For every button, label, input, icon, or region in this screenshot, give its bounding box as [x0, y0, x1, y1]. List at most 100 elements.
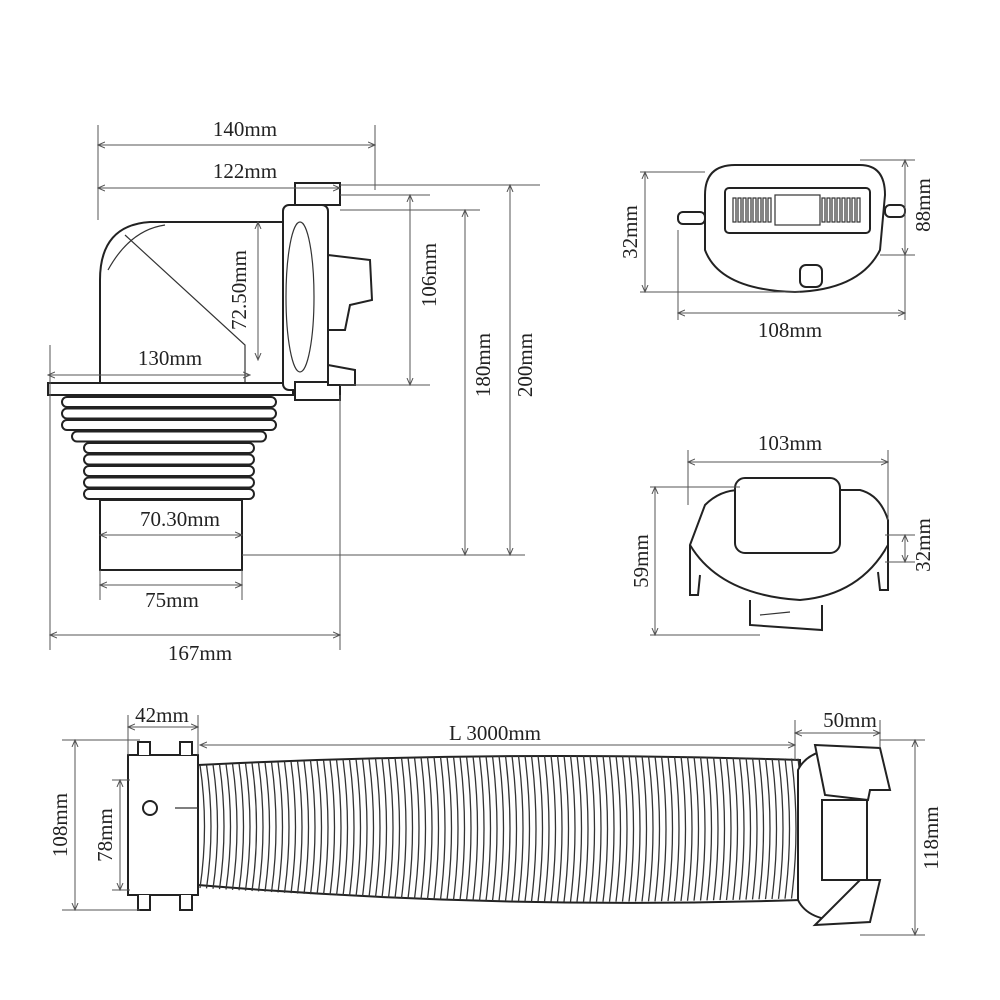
hose-rib	[283, 761, 290, 893]
hose-rib	[517, 755, 524, 902]
hose-rib	[472, 756, 479, 901]
hose-rib	[264, 762, 271, 892]
hose-rib	[381, 758, 388, 898]
hose-rib	[556, 755, 563, 902]
cap-slot	[742, 197, 747, 223]
hose-dimensions: 42mm L 3000mm 50mm 108mm 78mm 118mm	[48, 703, 943, 935]
cap-slot	[762, 197, 767, 223]
hose-rib	[764, 757, 771, 900]
elbow-dimensions: 140mm 122mm 72.50mm 106mm 180mm 200mm 13…	[48, 117, 540, 665]
hose-rib	[725, 757, 732, 901]
hose-rib	[537, 755, 544, 902]
dim-122mm: 122mm	[213, 159, 277, 183]
hose-rib	[693, 756, 700, 901]
hose-rib	[550, 755, 557, 902]
hose-rib	[511, 755, 518, 902]
hose-rib	[439, 756, 446, 900]
dim-88mm: 88mm	[911, 178, 935, 232]
hose-rib	[589, 755, 596, 902]
hose-rib	[699, 756, 706, 901]
hose-rib	[420, 757, 427, 900]
hose-rib	[368, 758, 375, 898]
hose-rib	[335, 759, 342, 896]
hose-drawing	[127, 741, 892, 927]
hose-rib	[621, 755, 628, 902]
cap-slot	[826, 197, 831, 223]
hose-rib	[673, 756, 680, 902]
hose-rib	[322, 760, 329, 895]
hose-rib	[244, 763, 251, 891]
hose-rib	[387, 758, 394, 898]
hose-rib	[732, 757, 739, 900]
cap-slot	[836, 197, 841, 223]
dim-50mm: 50mm	[823, 708, 877, 732]
hose-rib	[712, 756, 719, 901]
hose-rib	[342, 759, 349, 896]
hose-rib	[524, 755, 531, 902]
hose-rib	[491, 756, 498, 901]
cap-slot	[831, 197, 836, 223]
hose-rib	[478, 756, 485, 901]
hose-rib	[205, 764, 212, 889]
hose-rib	[777, 758, 784, 899]
cap-slot	[747, 197, 752, 223]
cap-side-view-drawing	[688, 477, 889, 632]
hose-rib	[485, 756, 492, 901]
cap-top-dimensions: 32mm 88mm 108mm	[618, 160, 935, 342]
dim-32mm-top: 32mm	[618, 205, 642, 259]
cap-slot	[757, 197, 762, 223]
hose-rib	[413, 757, 420, 899]
hose-rib	[654, 756, 661, 902]
hose-rib	[628, 755, 635, 902]
hose-rib	[615, 755, 622, 902]
cap-slot	[856, 197, 861, 223]
hose-rib	[576, 755, 583, 902]
dim-130mm: 130mm	[138, 346, 202, 370]
dim-78mm: 78mm	[93, 808, 117, 862]
dim-70-30mm: 70.30mm	[140, 507, 220, 531]
cap-slot	[841, 197, 846, 223]
hose-rib	[530, 755, 537, 902]
thread-ring	[61, 419, 277, 431]
hose-rib	[784, 758, 791, 899]
hose-rib	[595, 755, 602, 902]
hose-rib	[771, 758, 778, 900]
hose-rib	[218, 764, 225, 890]
hose-rib	[400, 757, 407, 899]
dim-75mm: 75mm	[145, 588, 199, 612]
dim-140mm: 140mm	[213, 117, 277, 141]
dim-108mm-hose: 108mm	[48, 793, 72, 857]
hose-rib	[452, 756, 459, 901]
elbow-adapter-drawing	[47, 182, 374, 571]
hose-rib	[465, 756, 472, 901]
hose-rib	[498, 755, 505, 902]
thread-ring	[83, 442, 255, 454]
hose-rib	[309, 760, 316, 895]
hose-rib	[667, 756, 674, 902]
thread-ring	[61, 407, 277, 420]
cap-slot	[851, 197, 856, 223]
dim-200mm: 200mm	[513, 333, 537, 397]
hose-rib	[504, 755, 511, 902]
cap-top-view-drawing	[677, 164, 906, 294]
hose-rib	[446, 756, 453, 900]
hose-rib	[602, 755, 609, 902]
hose-rib	[686, 756, 693, 901]
hose-rib	[751, 757, 758, 900]
hose-rib	[257, 762, 264, 892]
hose-rib	[238, 763, 245, 891]
hose-rib	[790, 758, 797, 899]
dim-106mm: 106mm	[417, 243, 441, 307]
cap-slot	[821, 197, 826, 223]
thread-ring	[83, 476, 255, 489]
hose-rib	[738, 757, 745, 900]
dim-72-50mm: 72.50mm	[227, 250, 251, 330]
hose-rib	[608, 755, 615, 902]
hose-rib	[641, 755, 648, 902]
cap-slot	[767, 197, 772, 223]
hose-rib	[563, 755, 570, 902]
hose-rib	[758, 757, 765, 900]
dim-32mm-side: 32mm	[911, 518, 935, 572]
cap-handle	[774, 194, 821, 226]
